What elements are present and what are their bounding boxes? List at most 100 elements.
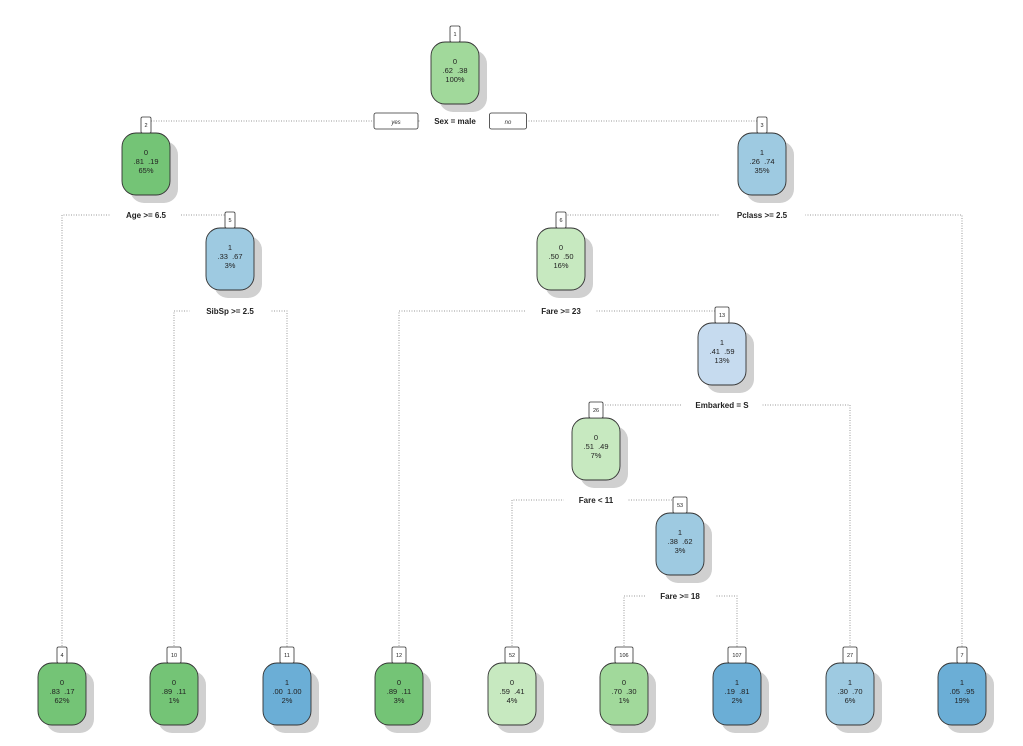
split-6: Fare >= 23 <box>526 304 596 317</box>
edge-53 <box>623 595 738 651</box>
tree-node-11: 111.00 1.002% <box>262 646 319 733</box>
node-id: 2 <box>144 123 147 129</box>
tree-node-53: 53 1.38 .623% <box>655 496 712 583</box>
node-id: 26 <box>593 408 599 414</box>
node-probabilities: .19 .81 <box>724 687 749 696</box>
node-probabilities: .05 .95 <box>949 687 974 696</box>
node-id: 3 <box>760 123 763 129</box>
node-percent: 2% <box>282 696 293 705</box>
node-percent: 3% <box>225 261 236 270</box>
node-id: 1 <box>453 32 456 38</box>
node-id: 11 <box>284 653 290 659</box>
node-probabilities: .81 .19 <box>133 157 158 166</box>
split-label: Sex = male <box>434 117 476 126</box>
node-probabilities: .62 .38 <box>442 66 467 75</box>
node-percent: 6% <box>845 696 856 705</box>
edges <box>61 120 963 651</box>
node-class: 0 <box>60 678 64 687</box>
node-probabilities: .83 .17 <box>49 687 74 696</box>
tree-node-26: 26 0.51 .497% <box>571 401 628 488</box>
node-probabilities: .89 .11 <box>387 687 411 696</box>
tree-node-106: 106 0.70 .301% <box>599 646 656 733</box>
node-percent: 7% <box>591 451 602 460</box>
tree-node-27: 27 1.30 .706% <box>825 646 882 733</box>
node-percent: 16% <box>553 261 568 270</box>
node-class: 0 <box>172 678 176 687</box>
node-id: 52 <box>509 653 515 659</box>
node-id: 53 <box>677 503 683 509</box>
node-id: 5 <box>228 218 231 224</box>
node-percent: 65% <box>138 166 153 175</box>
edge-13 <box>595 404 851 651</box>
node-percent: 13% <box>714 356 729 365</box>
edge-26 <box>511 499 681 651</box>
node-probabilities: .51 .49 <box>583 442 608 451</box>
node-class: 1 <box>285 678 289 687</box>
node-probabilities: .41 .59 <box>709 347 734 356</box>
node-percent: 3% <box>675 546 686 555</box>
tree-node-5: 5 1.33 .673% <box>205 211 262 298</box>
node-class: 1 <box>760 148 764 157</box>
svg-text:yes: yes <box>390 120 400 126</box>
tree-node-12: 12 0.89 .113% <box>374 646 431 733</box>
split-label: SibSp >= 2.5 <box>206 307 254 316</box>
node-class: 0 <box>397 678 401 687</box>
node-probabilities: .89 .11 <box>162 687 186 696</box>
split-26: Fare < 11 <box>563 493 629 506</box>
node-percent: 1% <box>169 696 180 705</box>
split-2: Age >= 6.5 <box>111 208 181 221</box>
node-percent: 1% <box>619 696 630 705</box>
svg-text:no: no <box>505 120 512 126</box>
node-class: 1 <box>848 678 852 687</box>
node-class: 1 <box>720 338 724 347</box>
split-label: Age >= 6.5 <box>126 211 167 220</box>
node-class: 1 <box>735 678 739 687</box>
split-53: Fare >= 18 <box>645 589 715 602</box>
yes-label: yes <box>373 112 419 130</box>
split-label: Fare >= 23 <box>541 307 581 316</box>
node-id: 6 <box>559 218 562 224</box>
tree-node-10: 10 0.89 .111% <box>149 646 206 733</box>
node-probabilities: .38 .62 <box>667 537 692 546</box>
node-class: 1 <box>228 243 232 252</box>
node-id: 13 <box>719 313 725 319</box>
node-probabilities: .26 .74 <box>749 157 774 166</box>
node-class: 0 <box>559 243 563 252</box>
edge-5 <box>173 310 288 651</box>
node-probabilities: .00 1.00 <box>272 687 301 696</box>
split-5: SibSp >= 2.5 <box>189 304 271 317</box>
node-class: 0 <box>510 678 514 687</box>
node-class: 0 <box>594 433 598 442</box>
node-class: 0 <box>622 678 626 687</box>
node-probabilities: .30 .70 <box>837 687 862 696</box>
node-class: 0 <box>453 57 457 66</box>
node-id: 4 <box>60 653 63 659</box>
node-percent: 4% <box>507 696 518 705</box>
no-label: no <box>489 112 527 130</box>
tree-node-52: 52 0.59 .414% <box>487 646 544 733</box>
edge-6 <box>398 310 722 651</box>
node-probabilities: .59 .41 <box>499 687 524 696</box>
node-id: 10 <box>171 653 177 659</box>
split-label: Fare >= 18 <box>660 592 700 601</box>
node-id: 106 <box>619 653 628 659</box>
node-percent: 35% <box>754 166 769 175</box>
node-class: 1 <box>678 528 682 537</box>
split-label: Embarked = S <box>695 401 749 410</box>
node-probabilities: .33 .67 <box>217 252 242 261</box>
node-class: 0 <box>144 148 148 157</box>
node-percent: 2% <box>732 696 743 705</box>
node-probabilities: .70 .30 <box>611 687 636 696</box>
node-id: 7 <box>960 653 963 659</box>
node-id: 27 <box>847 653 853 659</box>
node-percent: 3% <box>394 696 405 705</box>
node-percent: 100% <box>445 75 465 84</box>
node-id: 12 <box>396 653 402 659</box>
